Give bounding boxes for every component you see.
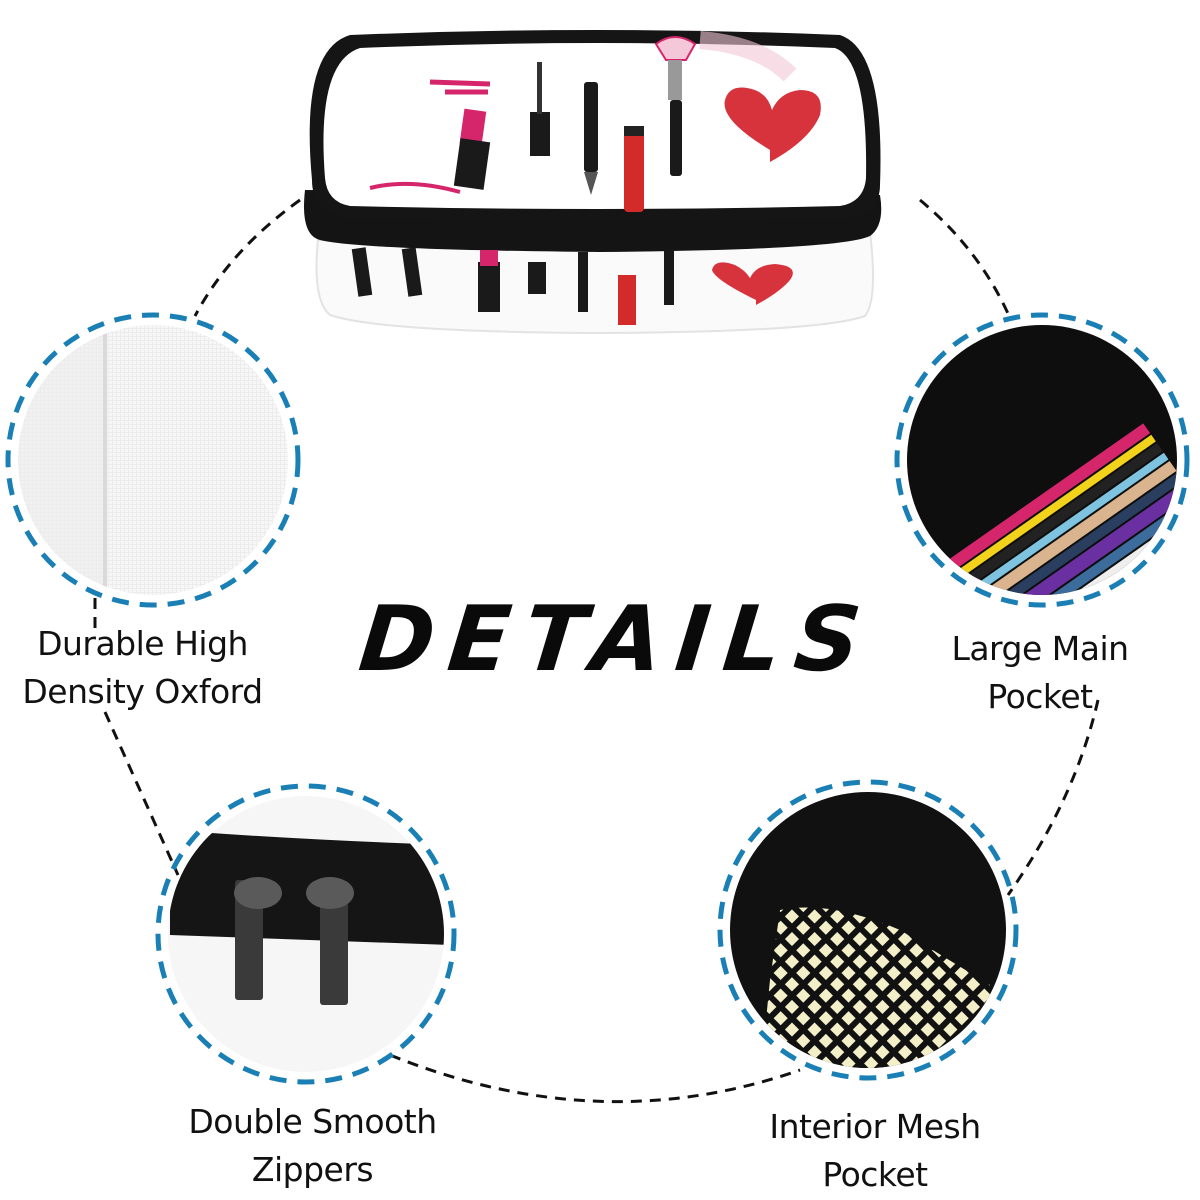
feature-label-line: Pocket	[822, 1155, 928, 1194]
pencils-in-pocket-icon	[894, 312, 1190, 608]
mesh-pocket-icon	[717, 779, 1019, 1081]
feature-label-line: Pocket	[987, 677, 1093, 716]
pencil-case-image	[304, 30, 882, 335]
fabric-texture-icon	[5, 312, 301, 608]
feature-label-fabric: Durable High Density Oxford	[0, 620, 285, 716]
feature-label-zippers: Double Smooth Zippers	[160, 1098, 465, 1194]
feature-label-mesh-pocket: Interior Mesh Pocket	[745, 1103, 1005, 1199]
feature-label-main-pocket: Large Main Pocket	[930, 625, 1150, 721]
feature-label-line: Interior Mesh	[769, 1107, 981, 1146]
feature-label-line: Durable High	[37, 624, 248, 663]
zipper-pulls-icon	[155, 783, 457, 1085]
connector-lines	[93, 198, 1100, 1104]
page-title: DETAILS	[354, 587, 880, 692]
feature-label-line: Zippers	[251, 1150, 374, 1189]
feature-label-line: Density Oxford	[22, 672, 263, 711]
feature-label-line: Double Smooth	[188, 1102, 437, 1141]
feature-label-line: Large Main	[951, 629, 1129, 668]
